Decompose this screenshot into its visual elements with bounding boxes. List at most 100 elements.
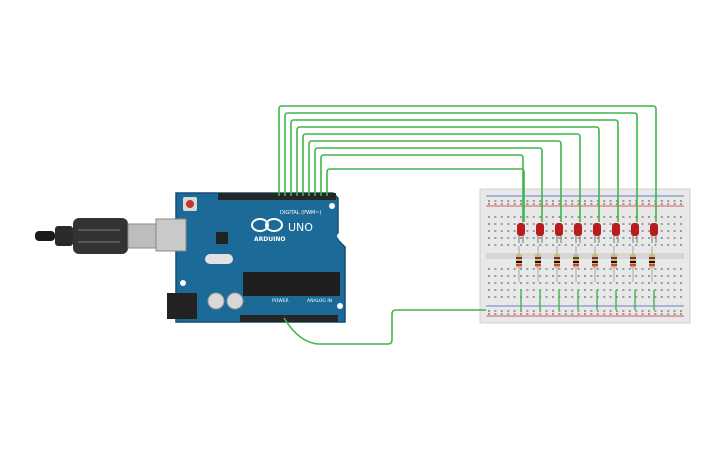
- breadboard-hole: [641, 268, 644, 270]
- breadboard-hole: [590, 200, 593, 202]
- breadboard[interactable]: [479, 188, 691, 324]
- breadboard-hole: [641, 296, 644, 298]
- breadboard-hole: [513, 203, 516, 205]
- breadboard-hole: [673, 223, 676, 225]
- breadboard-hole: [571, 310, 574, 312]
- breadboard-hole: [648, 244, 650, 246]
- breadboard-hole: [596, 296, 599, 298]
- breadboard-hole: [590, 244, 593, 246]
- breadboard-hole: [660, 244, 663, 246]
- breadboard-hole: [532, 216, 535, 218]
- breadboard-hole: [513, 223, 516, 225]
- breadboard-hole: [507, 282, 510, 284]
- led[interactable]: [631, 223, 639, 236]
- breadboard-hole: [628, 313, 631, 315]
- breadboard-hole: [660, 268, 663, 270]
- breadboard-hole: [500, 275, 503, 277]
- ground-wire[interactable]: [283, 309, 486, 345]
- led[interactable]: [612, 223, 620, 236]
- breadboard-hole: [564, 223, 567, 225]
- breadboard-hole: [552, 203, 554, 205]
- breadboard-hole: [571, 230, 574, 232]
- breadboard-hole: [577, 282, 580, 284]
- breadboard-hole: [641, 223, 644, 225]
- breadboard-hole: [526, 237, 529, 239]
- breadboard-hole: [635, 268, 638, 270]
- breadboard-hole: [654, 313, 657, 315]
- breadboard-hole: [539, 237, 542, 239]
- arduino-uno-board[interactable]: ARDUINO UNO DIGITAL (PWM~) POWER ANALOG …: [155, 192, 346, 323]
- breadboard-hole: [545, 216, 548, 218]
- breadboard-hole: [667, 216, 670, 218]
- breadboard-hole: [660, 200, 663, 202]
- breadboard-hole: [532, 313, 535, 315]
- jumper-wire[interactable]: [314, 147, 543, 222]
- breadboard-hole: [596, 313, 599, 315]
- led[interactable]: [555, 223, 563, 236]
- analog-header-label: ANALOG IN: [307, 298, 332, 304]
- breadboard-hole: [628, 289, 631, 291]
- jumper-wire[interactable]: [278, 105, 657, 222]
- resistor-group: [516, 246, 655, 282]
- usb-cable[interactable]: [35, 218, 157, 254]
- breadboard-hole: [577, 203, 580, 205]
- breadboard-hole: [641, 282, 644, 284]
- breadboard-hole: [526, 230, 529, 232]
- breadboard-hole: [609, 244, 612, 246]
- led[interactable]: [536, 223, 544, 236]
- led[interactable]: [650, 223, 658, 236]
- breadboard-hole: [520, 310, 522, 312]
- jumper-wire[interactable]: [326, 168, 525, 222]
- arduino-logo-icon: [251, 218, 283, 232]
- breadboard-hole: [660, 230, 663, 232]
- breadboard-hole: [539, 310, 542, 312]
- breadboard-hole: [667, 203, 670, 205]
- breadboard-hole: [500, 203, 503, 205]
- breadboard-hole: [648, 203, 650, 205]
- breadboard-hole: [667, 200, 670, 202]
- breadboard-hole: [558, 313, 561, 315]
- breadboard-hole: [564, 313, 567, 315]
- breadboard-holes: [488, 200, 682, 315]
- breadboard-hole: [616, 244, 618, 246]
- breadboard-hole: [558, 268, 561, 270]
- jumper-wire[interactable]: [296, 126, 600, 222]
- led[interactable]: [517, 223, 525, 236]
- jumper-wire[interactable]: [284, 112, 638, 222]
- breadboard-hole: [622, 289, 625, 291]
- breadboard-hole: [667, 296, 670, 298]
- jumper-wire[interactable]: [290, 119, 619, 222]
- reset-button[interactable]: [186, 200, 194, 208]
- breadboard-hole: [673, 237, 676, 239]
- breadboard-hole: [532, 268, 535, 270]
- jumper-wire[interactable]: [308, 140, 562, 222]
- breadboard-hole: [667, 230, 670, 232]
- breadboard-hole: [558, 244, 561, 246]
- breadboard-hole: [488, 275, 490, 277]
- led[interactable]: [574, 223, 582, 236]
- breadboard-hole: [628, 216, 631, 218]
- breadboard-hole: [584, 282, 586, 284]
- breadboard-hole: [622, 268, 625, 270]
- breadboard-hole: [596, 216, 599, 218]
- breadboard-hole: [545, 296, 548, 298]
- breadboard-hole: [539, 282, 542, 284]
- jumper-wire[interactable]: [302, 133, 581, 222]
- breadboard-hole: [641, 289, 644, 291]
- jumper-wire[interactable]: [320, 154, 524, 222]
- breadboard-hole: [596, 275, 599, 277]
- breadboard-hole: [545, 310, 548, 312]
- breadboard-hole: [660, 223, 663, 225]
- breadboard-hole: [667, 237, 670, 239]
- breadboard-hole: [609, 203, 612, 205]
- breadboard-hole: [564, 275, 567, 277]
- breadboard-hole: [564, 244, 567, 246]
- breadboard-hole: [603, 200, 606, 202]
- breadboard-hole: [564, 216, 567, 218]
- breadboard-hole: [584, 200, 586, 202]
- breadboard-hole: [500, 230, 503, 232]
- breadboard-hole: [648, 296, 650, 298]
- breadboard-hole: [596, 310, 599, 312]
- breadboard-hole: [616, 296, 618, 298]
- led[interactable]: [593, 223, 601, 236]
